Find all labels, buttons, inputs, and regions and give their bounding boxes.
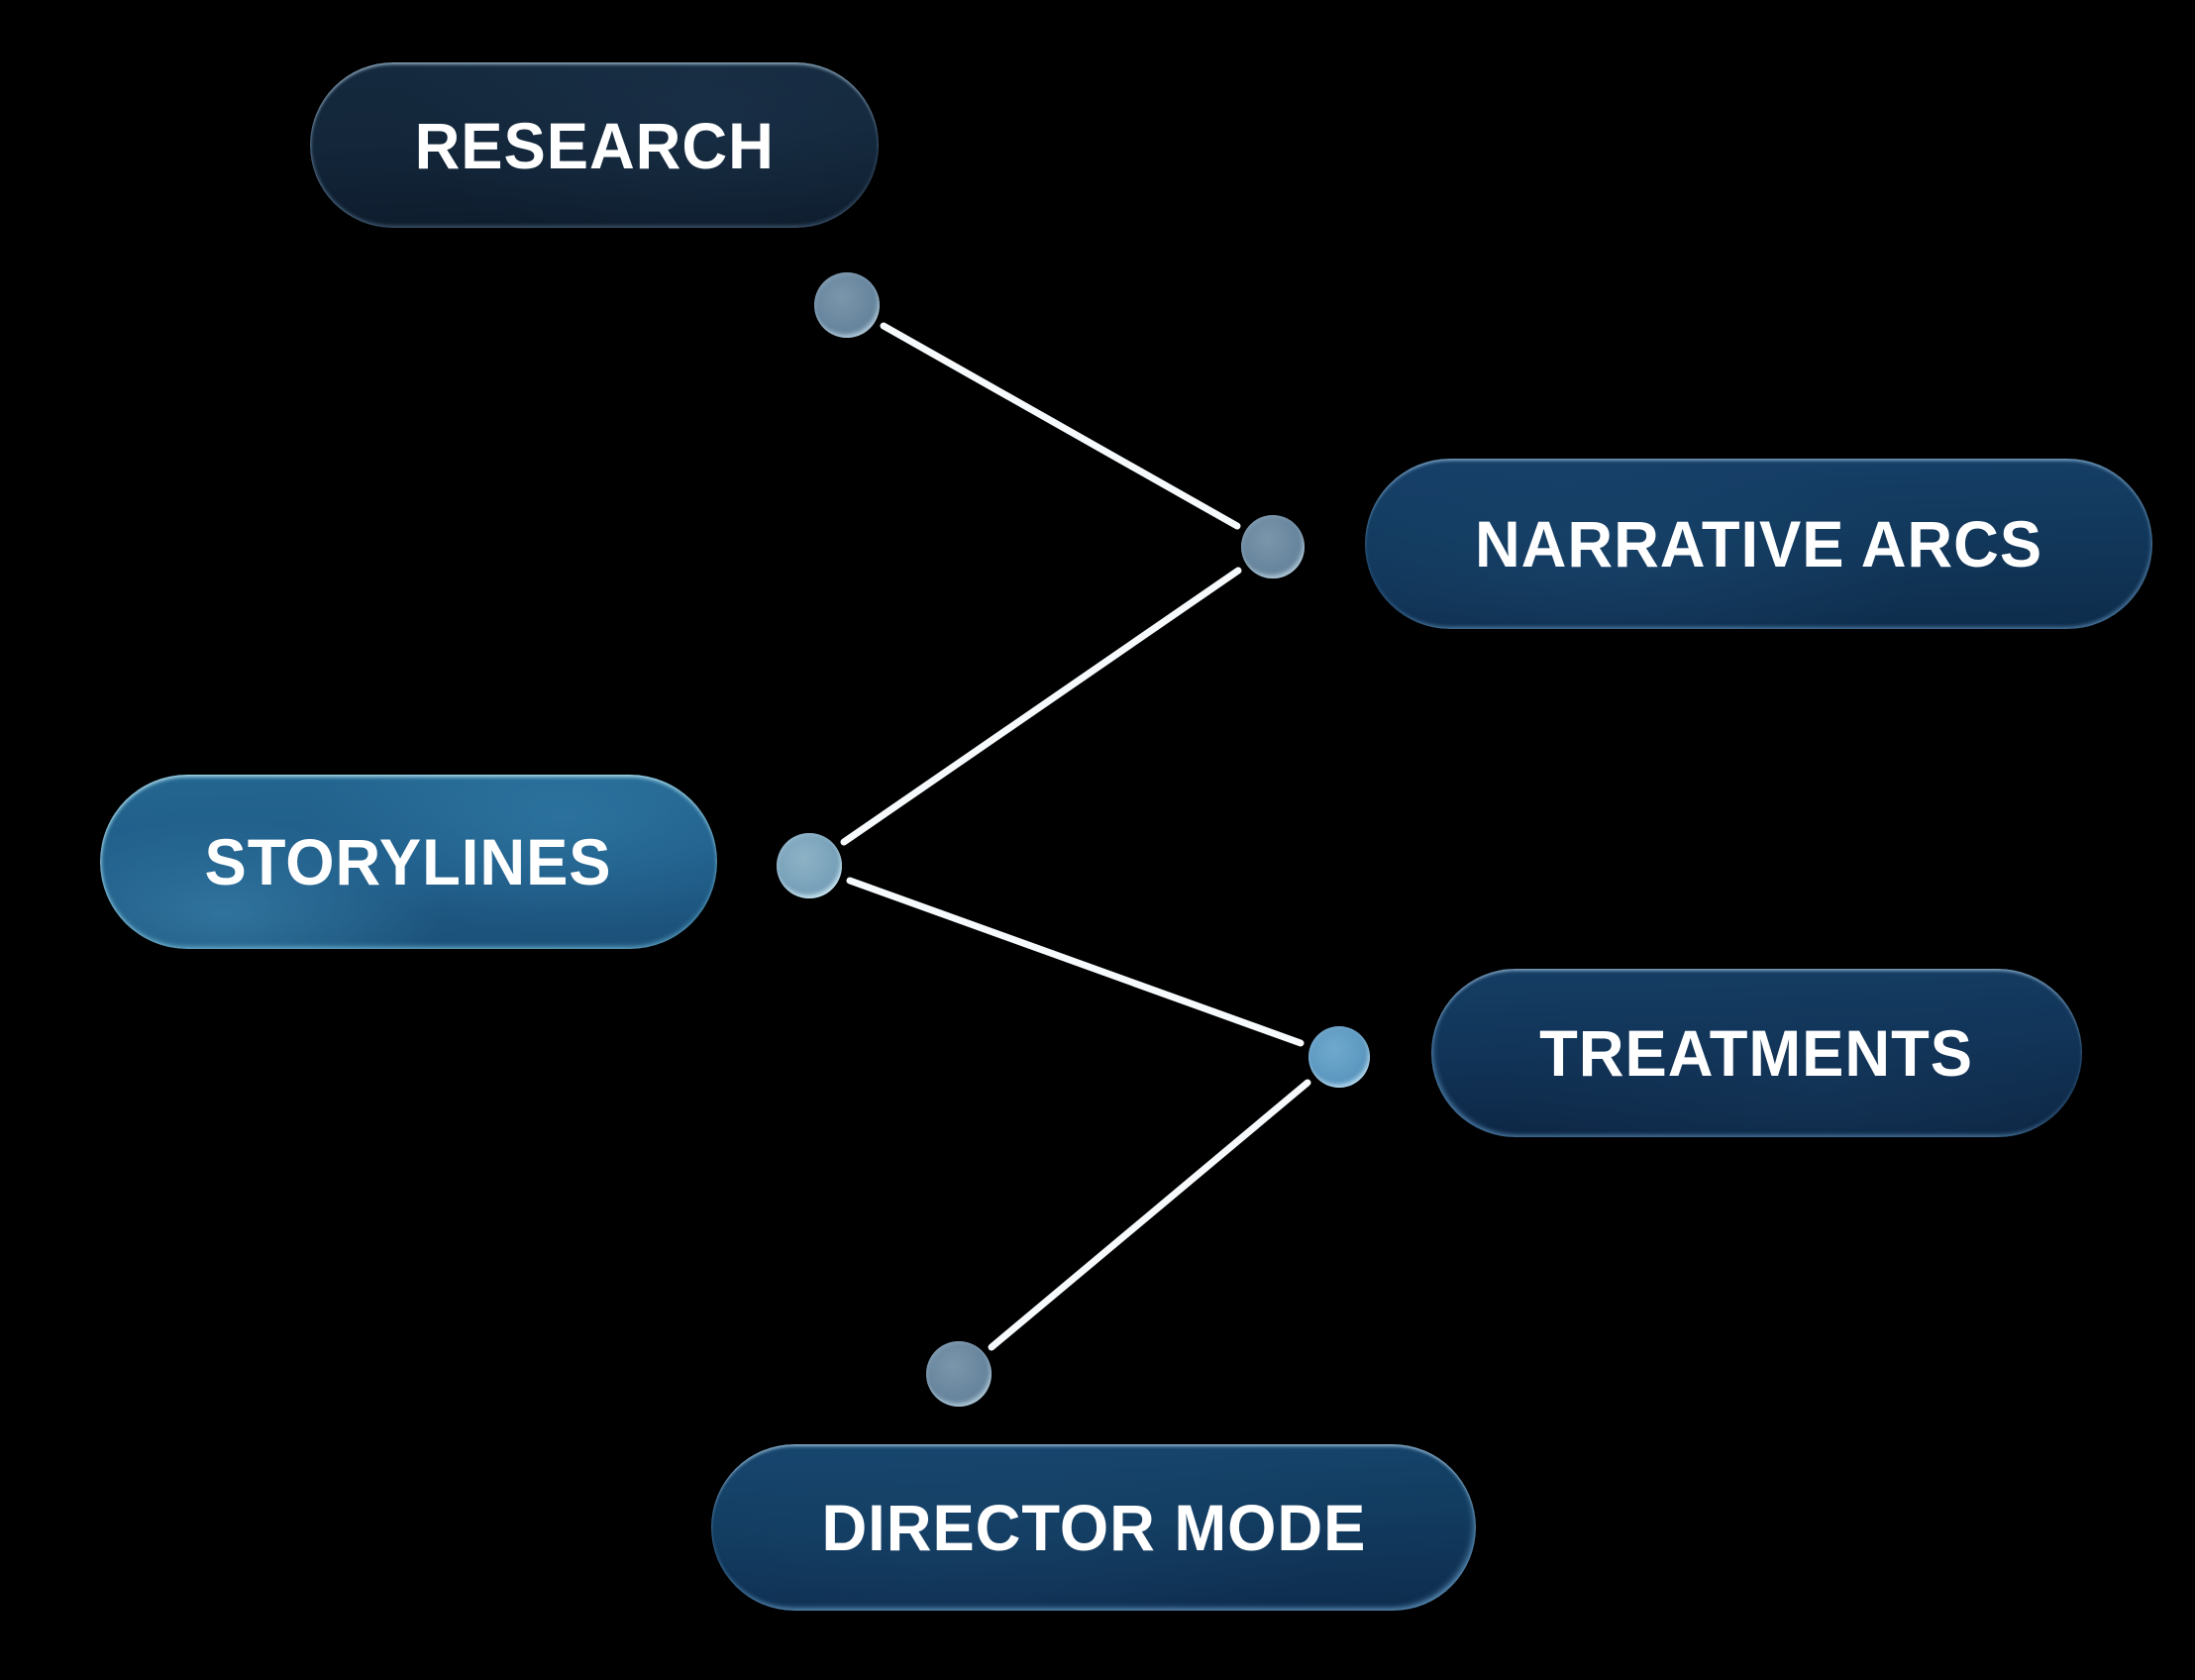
connector-line-treatments-director: [988, 1079, 1311, 1351]
node-research[interactable]: RESEARCH: [310, 62, 879, 228]
connector-line-narrative-storylines: [840, 567, 1242, 846]
connector-dot-narrative-arcs: [1241, 515, 1305, 578]
node-narrative-arcs[interactable]: NARRATIVE ARCS: [1365, 459, 2152, 629]
connector-line-research-narrative: [880, 322, 1241, 530]
connector-line-storylines-treatments: [846, 877, 1305, 1047]
node-director-mode-label: DIRECTOR MODE: [821, 1491, 1366, 1564]
connector-dot-research: [814, 272, 880, 338]
connector-dot-director-mode: [926, 1341, 992, 1407]
node-director-mode[interactable]: DIRECTOR MODE: [711, 1444, 1476, 1611]
node-treatments[interactable]: TREATMENTS: [1431, 969, 2082, 1137]
connector-dot-storylines: [777, 833, 842, 898]
node-research-label: RESEARCH: [414, 108, 775, 182]
node-storylines[interactable]: STORYLINES: [100, 775, 717, 949]
node-narrative-arcs-label: NARRATIVE ARCS: [1474, 507, 2043, 580]
node-treatments-label: TREATMENTS: [1539, 1016, 1974, 1090]
connector-dot-treatments: [1308, 1026, 1370, 1088]
node-storylines-label: STORYLINES: [205, 825, 612, 898]
